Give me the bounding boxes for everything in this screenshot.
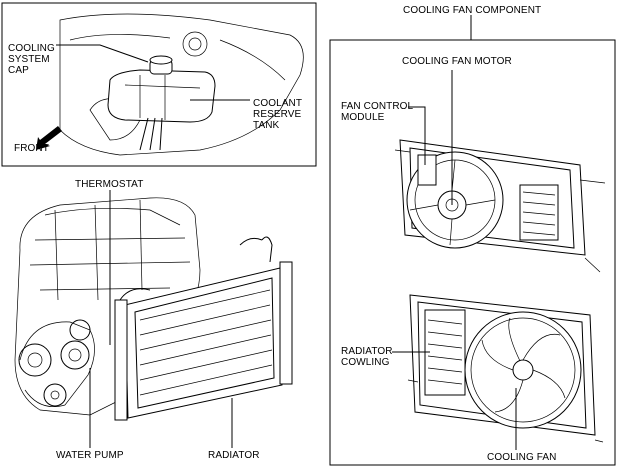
coolant-reserve-tank-label: COOLANT RESERVE TANK xyxy=(253,98,303,131)
fan-assembly-upper-drawing xyxy=(394,139,606,273)
coolant-reserve-tank-drawing xyxy=(107,55,216,151)
radiator-drawing xyxy=(114,236,293,421)
fan-control-module-label: FAN CONTROL MODULE xyxy=(341,101,414,123)
front-label: FRONT xyxy=(14,143,49,154)
cooling-system-cap-label: COOLING SYSTEM CAP xyxy=(8,43,55,76)
water-pump-label: WATER PUMP xyxy=(56,450,124,461)
engine-bay-inset-frame xyxy=(1,2,317,167)
cooling-fan-label: COOLING FAN xyxy=(487,452,557,463)
fan-control-module-leader xyxy=(408,106,426,165)
engine-drawing xyxy=(14,197,201,416)
fan-assembly-lower-drawing xyxy=(407,294,604,443)
cooling-fan-component-label: COOLING FAN COMPONENT xyxy=(403,5,542,16)
cooling-fan-component-frame xyxy=(329,39,616,466)
front-arrow-icon xyxy=(36,126,62,150)
cooling-fan-motor-label: COOLING FAN MOTOR xyxy=(402,56,512,67)
cap-leader xyxy=(56,44,149,63)
radiator-label: RADIATOR xyxy=(208,450,260,461)
radiator-cowling-label: RADIATOR COWLING xyxy=(341,346,393,368)
thermostat-label: THERMOSTAT xyxy=(75,179,144,190)
